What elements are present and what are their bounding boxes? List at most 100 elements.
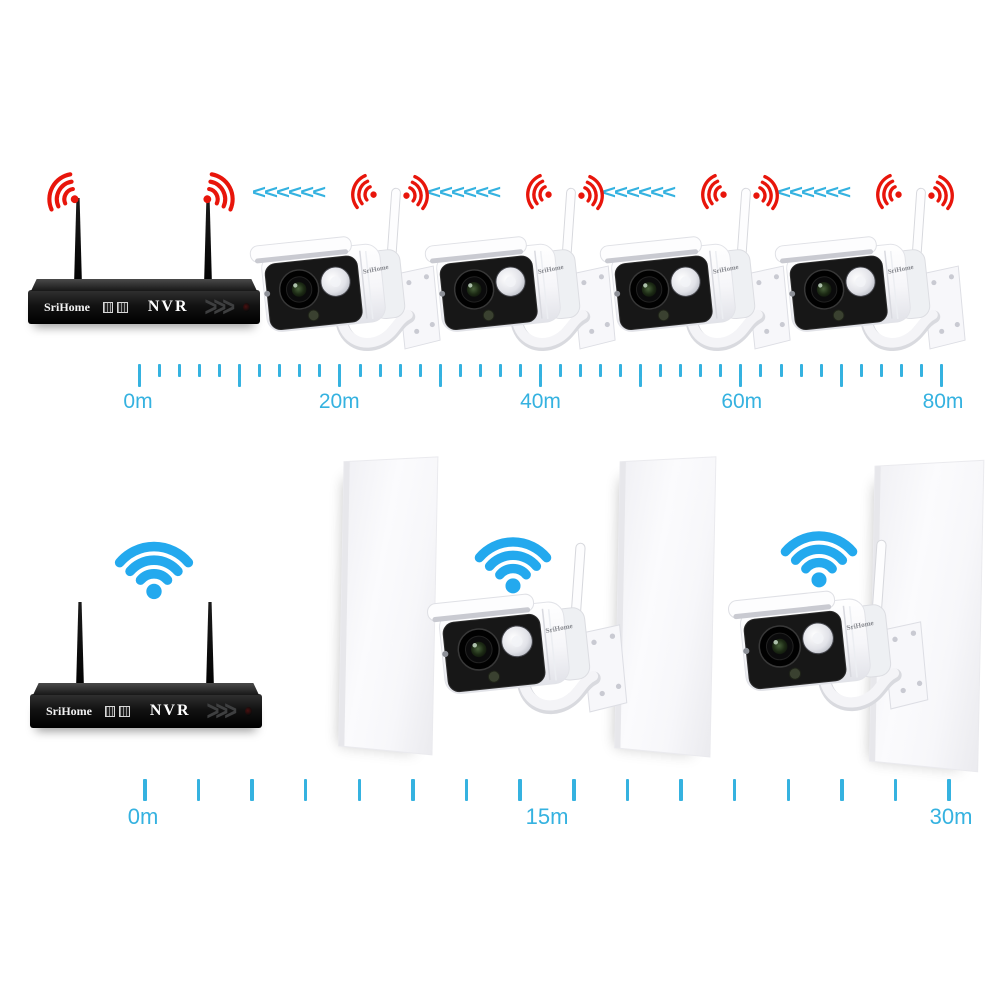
ruler-tick <box>498 364 502 377</box>
nvr-brand-label: SriHome <box>44 299 90 314</box>
ruler-tick <box>458 364 462 377</box>
ruler-tick <box>699 364 703 377</box>
ruler-tick <box>158 364 162 377</box>
ruler-tick <box>378 364 382 377</box>
ruler-tick <box>238 364 242 387</box>
ruler-tick <box>250 779 254 801</box>
ruler-tick <box>138 364 141 387</box>
ruler-tick <box>398 364 402 377</box>
wifi-badge-icon <box>119 705 130 717</box>
ruler-tick <box>464 779 469 801</box>
wifi-badge-icon <box>117 301 128 313</box>
ruler-tick <box>258 364 262 377</box>
ruler-label: 60m <box>721 390 763 413</box>
ruler-tick <box>759 364 763 377</box>
ruler-label: 20m <box>318 390 360 413</box>
nvr-body: SriHome NVR >>> <box>28 279 260 324</box>
camera <box>599 186 794 352</box>
ruler-tick <box>196 779 201 801</box>
nvr-antenna-right <box>204 198 212 286</box>
ruler-tick <box>298 364 302 377</box>
ruler-tick <box>919 364 923 377</box>
nvr-led-light <box>245 706 252 716</box>
ruler-tick <box>679 779 683 801</box>
camera <box>424 186 619 352</box>
ruler-tick <box>518 364 522 377</box>
ruler-tick <box>518 779 522 801</box>
ruler-tick <box>143 779 147 801</box>
nvr-unit: SriHome NVR >>> <box>28 196 260 336</box>
ruler-tick <box>719 364 723 377</box>
ruler-tick <box>278 364 282 377</box>
ruler-tick <box>438 364 442 387</box>
nvr-chevrons-icon: >>> <box>206 694 237 726</box>
nvr-body: SriHome NVR >>> <box>30 683 262 728</box>
ruler-label: 40m <box>520 390 561 413</box>
camera <box>249 186 444 352</box>
wifi-icon <box>466 522 560 598</box>
ruler-tick <box>338 364 342 387</box>
nvr-unit: SriHome NVR >>> <box>30 600 262 740</box>
ruler-tick <box>839 364 843 387</box>
ruler-tick <box>558 364 562 377</box>
nvr-chevrons-icon: >>> <box>204 290 235 322</box>
ruler-tick <box>478 364 482 377</box>
ruler-tick <box>357 779 361 801</box>
signal-direction-arrows-icon: <<<<<< <box>602 181 676 204</box>
ruler-tick <box>893 779 898 801</box>
wall-panel <box>338 456 439 756</box>
signal-direction-arrows-icon: <<<<<< <box>252 181 326 204</box>
ruler-tick <box>679 364 683 377</box>
ruler-tick <box>739 364 743 387</box>
ruler-tick <box>786 779 790 801</box>
ruler-tick <box>178 364 182 377</box>
ruler-tick <box>538 364 542 387</box>
ruler-tick <box>411 779 415 801</box>
ruler-tick <box>218 364 222 377</box>
ruler-tick <box>939 364 943 387</box>
distance-ruler-open-air: 0m 20m 40m 60m 80m <box>123 364 963 416</box>
ruler-tick <box>819 364 823 377</box>
ruler-tick <box>732 779 737 801</box>
ruler-tick <box>659 364 663 377</box>
signal-direction-arrows-icon: <<<<<< <box>427 181 501 204</box>
ruler-label: 0m <box>127 804 159 829</box>
ruler-tick <box>358 364 362 377</box>
nvr-antenna-left <box>74 198 82 286</box>
ruler-tick <box>639 364 643 387</box>
ruler-tick <box>899 364 903 377</box>
wifi-icon <box>106 526 202 604</box>
nvr-brand-label: SriHome <box>46 703 92 718</box>
nvr-top-face <box>33 683 259 695</box>
nvr-model-label: NVR <box>147 298 189 315</box>
nvr-antenna-left <box>76 602 84 690</box>
ruler-tick <box>318 364 322 377</box>
nvr-antenna-right <box>206 602 214 690</box>
ruler-tick <box>619 364 623 377</box>
camera <box>774 186 969 352</box>
wifi-icon <box>772 516 866 592</box>
ruler-tick <box>572 779 576 801</box>
ruler-label: 30m <box>929 804 973 829</box>
ruler-tick <box>198 364 202 377</box>
ruler-tick <box>879 364 883 377</box>
ruler-label: 0m <box>123 390 153 413</box>
cert-badge-icon <box>103 301 114 313</box>
nvr-top-face <box>31 279 257 291</box>
ruler-tick <box>779 364 783 377</box>
ruler-tick <box>418 364 422 377</box>
ruler-tick <box>859 364 863 377</box>
ruler-tick <box>599 364 603 377</box>
ruler-tick <box>840 779 844 801</box>
ruler-tick <box>799 364 803 377</box>
ruler-tick <box>947 779 951 801</box>
ruler-label: 15m <box>525 804 569 829</box>
ruler-tick <box>579 364 583 377</box>
ruler-tick <box>625 779 630 801</box>
distance-ruler-through-wall: 0m 15m 30m <box>128 779 972 830</box>
cert-badge-icon <box>105 705 116 717</box>
nvr-model-label: NVR <box>149 702 191 719</box>
ruler-label: 80m <box>922 390 964 413</box>
signal-direction-arrows-icon: <<<<<< <box>777 181 851 204</box>
